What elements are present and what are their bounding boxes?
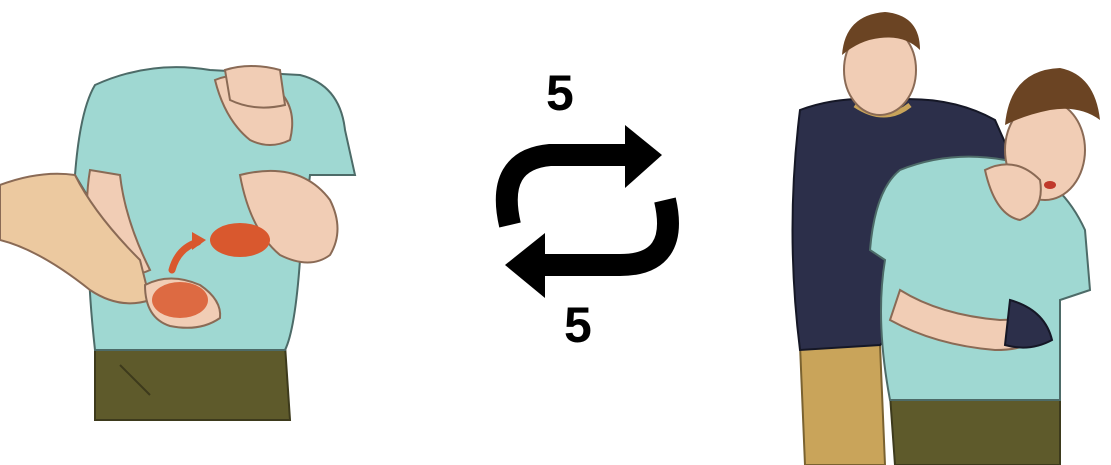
back-blows-illustration bbox=[0, 0, 400, 465]
victim-mouth bbox=[1044, 181, 1056, 189]
repeat-cycle-arrows-icon bbox=[470, 0, 700, 465]
victim-pants bbox=[95, 345, 290, 420]
target-area-highlight bbox=[210, 223, 270, 257]
abdominal-thrusts-illustration bbox=[760, 0, 1111, 465]
fist-highlight bbox=[152, 282, 208, 318]
abdominal-thrusts-count: 5 bbox=[564, 300, 592, 350]
rescuer-pants bbox=[800, 345, 885, 465]
repeat-cycle-section: 5 5 bbox=[470, 0, 700, 465]
victim-pants bbox=[890, 395, 1060, 465]
